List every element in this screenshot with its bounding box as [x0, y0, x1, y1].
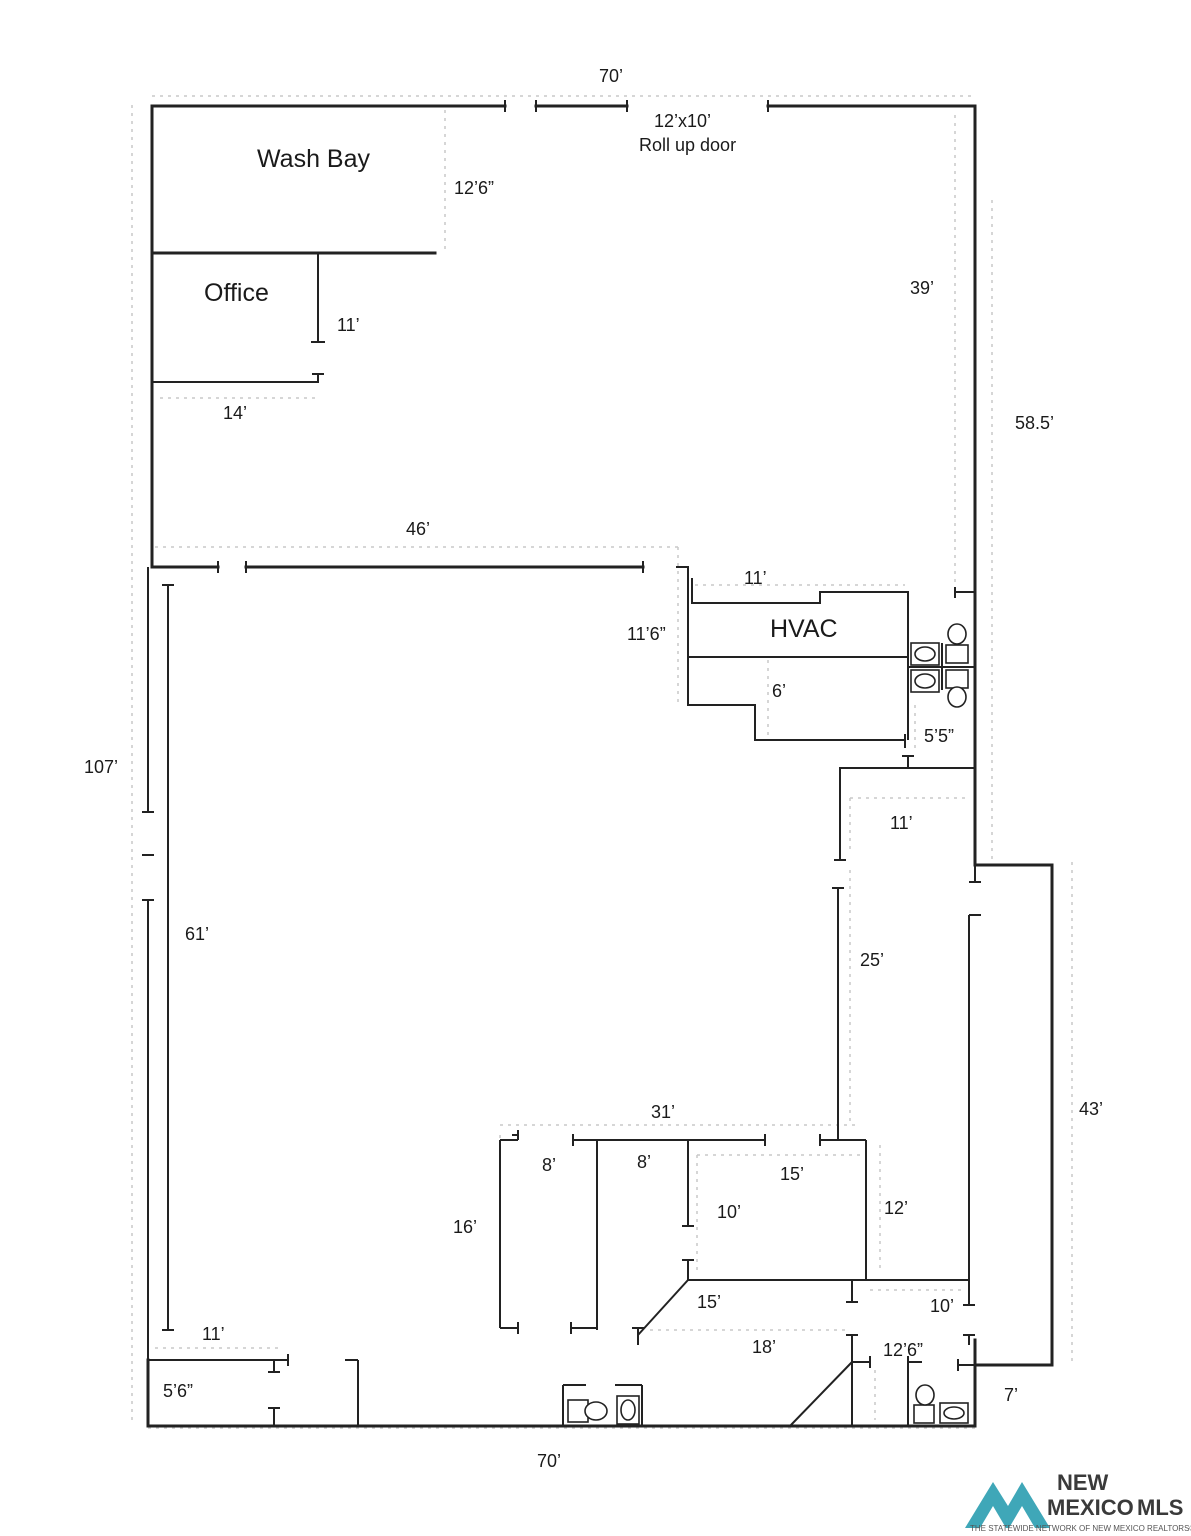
dim-right-upper: 58.5’ — [1015, 413, 1054, 433]
dim-corridor-length: 25’ — [860, 950, 884, 970]
sink-icon — [910, 669, 940, 693]
dim-wash-bay-depth: 12’6” — [454, 178, 494, 198]
dim-bottom-left-width: 11’ — [202, 1324, 225, 1344]
door-type-label: Roll up door — [639, 135, 736, 155]
dim-room-d: 10’ — [930, 1296, 954, 1316]
logo-line3: MLS — [1137, 1495, 1183, 1520]
sink-icon — [616, 1395, 640, 1425]
dim-left-room: 61’ — [185, 924, 209, 944]
dim-lobby: 18’ — [752, 1337, 776, 1357]
dim-mid-wall: 46’ — [406, 519, 430, 539]
dim-rooms-depth: 16’ — [453, 1217, 477, 1237]
dim-hvac-width: 11’ — [744, 568, 767, 588]
toilet-icon — [567, 1399, 608, 1423]
toilet-icon — [913, 1384, 935, 1424]
dim-room-b: 8’ — [637, 1152, 651, 1172]
dim-restroom-lower: 12’6” — [883, 1340, 923, 1360]
dimension-guides — [131, 95, 1073, 1429]
dim-corridor-width: 11’ — [890, 813, 913, 833]
sink-icon — [910, 642, 940, 666]
dim-restroom-upper: 5’5” — [924, 726, 954, 746]
interior-walls — [142, 251, 981, 1427]
dim-office-width: 14’ — [223, 403, 247, 423]
dim-top-width: 70’ — [599, 66, 623, 86]
dim-bump-out: 7’ — [1004, 1385, 1018, 1405]
dim-hvac-inner: 6’ — [772, 681, 786, 701]
dim-shop-depth: 39’ — [910, 278, 934, 298]
dim-total-depth: 107’ — [84, 757, 118, 777]
logo-tagline: THE STATEWIDE NETWORK OF NEW MEXICO REAL… — [970, 1524, 1191, 1533]
room-label-office: Office — [204, 279, 269, 307]
mountain-icon — [965, 1482, 1050, 1528]
restroom-fixtures — [562, 623, 975, 1426]
dim-right-lower: 43’ — [1079, 1099, 1103, 1119]
room-label-wash-bay: Wash Bay — [257, 145, 371, 173]
toilet-icon — [945, 669, 969, 708]
dim-room-c-depth: 12’ — [884, 1198, 908, 1218]
dim-angled-wall: 15’ — [697, 1292, 721, 1312]
dim-room-b-depth: 10’ — [717, 1202, 741, 1222]
room-label-hvac: HVAC — [770, 615, 838, 643]
dim-room-a: 8’ — [542, 1155, 556, 1175]
dim-office-depth: 11’ — [337, 315, 360, 335]
dim-hvac-depth: 11’6” — [627, 624, 666, 644]
dim-rooms-width: 31’ — [651, 1102, 675, 1122]
logo-line2: MEXICO — [1047, 1495, 1134, 1520]
exterior-walls — [146, 100, 1054, 1428]
dimension-labels: 70’ 70’ 107’ 58.5’ 43’ 12’6” 39’ 11’ 14’… — [84, 66, 1103, 1471]
dim-room-c: 15’ — [780, 1164, 804, 1184]
mls-logo: NEW MEXICO MLS THE STATEWIDE NETWORK OF … — [965, 1470, 1191, 1533]
dim-bottom-width: 70’ — [537, 1451, 561, 1471]
sink-icon — [939, 1402, 969, 1424]
logo-line1: NEW — [1057, 1470, 1109, 1495]
door-size-label: 12’x10’ — [654, 111, 711, 131]
dim-bottom-left-depth: 5’6” — [163, 1381, 193, 1401]
toilet-icon — [945, 623, 969, 664]
